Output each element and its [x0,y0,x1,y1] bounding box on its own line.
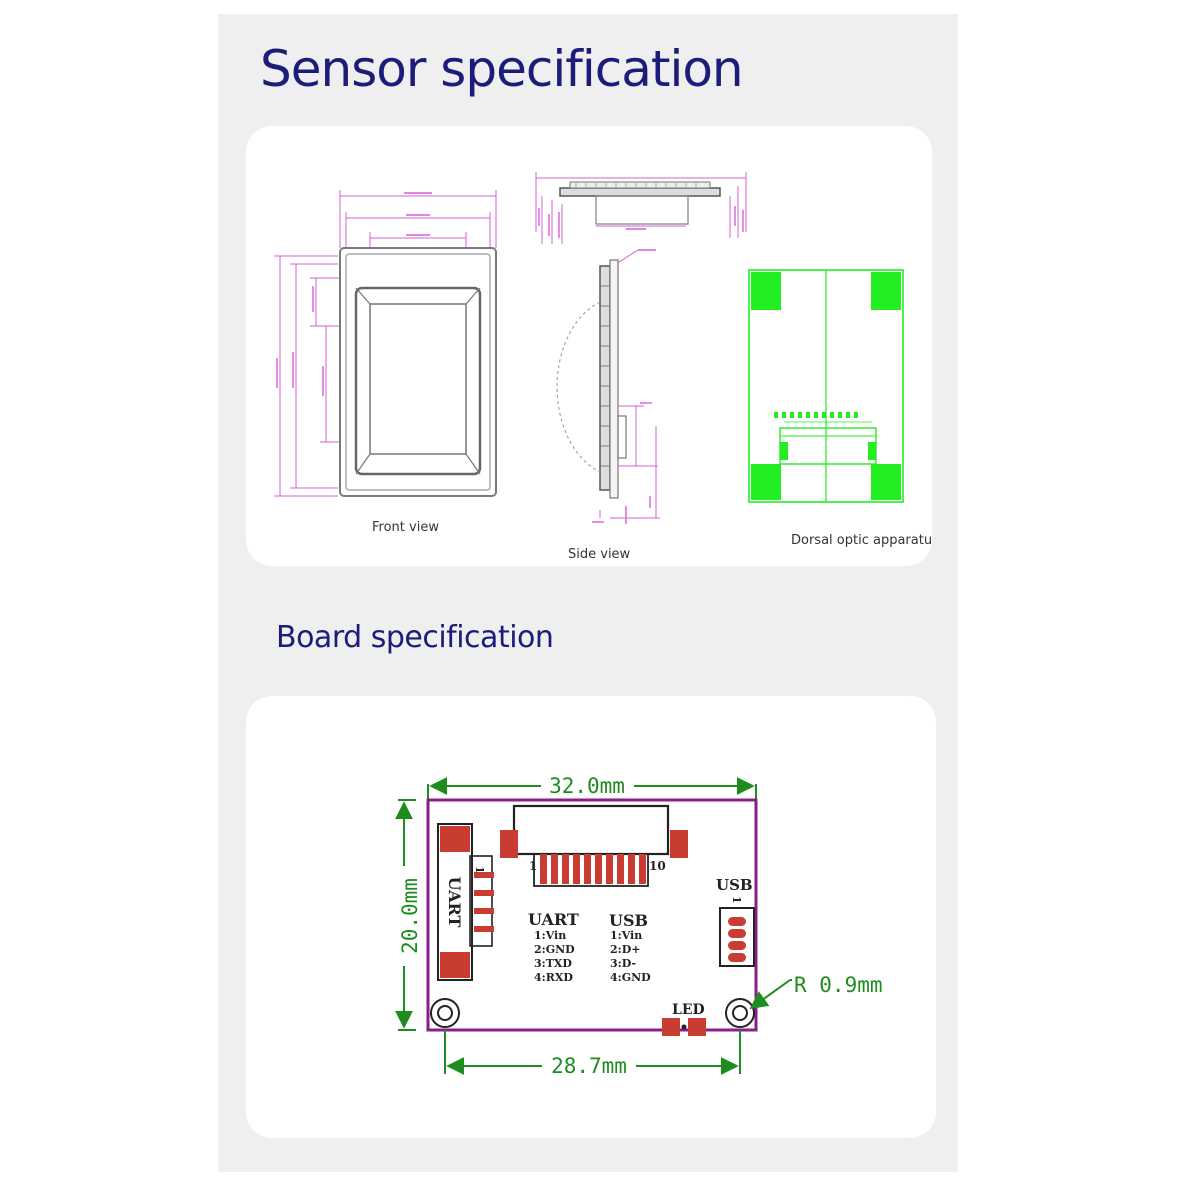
usb-pin-2: 2:D+ [610,943,640,956]
board-drawing: 32.0mm 20.0mm [395,774,883,1078]
fpc-connector: 1 10 [500,804,688,887]
usb-title: USB [609,911,648,930]
usb-side-pin: 1 [730,896,743,904]
uart-pinout: UART 1:Vin 2:GND 3:TXD 4:RXD [528,910,579,984]
section-title-board: Board specification [276,620,554,655]
mounting-hole-left [430,998,460,1028]
uart-pin-1: 1:Vin [534,929,566,942]
board-drawing-card: 32.0mm 20.0mm [246,696,936,1138]
uart-side-label: UART [445,877,464,928]
uart-side-pin: 1 [473,866,486,874]
board-outline [426,798,758,1032]
uart-title: UART [528,910,579,929]
dimension-width: 32.0mm [427,774,757,800]
front-view-drawing: Front view [274,190,497,535]
hole-spacing-label: 28.7mm [551,1054,627,1078]
usb-side-label: USB [716,876,753,894]
sensor-drawings: Front view [274,172,932,562]
uart-pin-3: 3:TXD [534,957,572,970]
usb-pinout: USB 1:Vin 2:D+ 3:D- 4:GND [609,911,651,984]
dimension-hole-spacing: 28.7mm [444,1030,741,1078]
spec-sheet: Sensor specification [218,14,958,1172]
height-dimension-label: 20.0mm [398,878,422,954]
front-view-caption: Front view [372,520,439,535]
led: LED [662,1002,706,1036]
fpc-pin-last: 10 [649,859,666,873]
uart-pin-2: 2:GND [534,943,575,956]
usb-pin-1: 1:Vin [610,929,642,942]
usb-pin-3: 3:D- [610,957,636,970]
dimension-radius: R 0.9mm [749,973,883,1010]
side-view-drawing: Side view [535,172,747,562]
mounting-hole-right [725,998,755,1028]
led-label: LED [672,1002,705,1018]
sensor-drawing-card: Front view [246,126,932,566]
dorsal-view-caption: Dorsal optic apparatus [791,533,932,548]
usb-pin-4: 4:GND [610,971,651,984]
dimension-height: 20.0mm [395,799,422,1031]
uart-side-connector: UART 1 [437,823,494,981]
fpc-pin-first: 1 [529,859,537,873]
usb-side-connector: USB 1 [716,876,755,967]
dorsal-view-drawing: Dorsal optic apparatus [748,269,932,548]
page-title: Sensor specification [260,40,744,98]
side-view-caption: Side view [568,547,631,562]
width-dimension-label: 32.0mm [549,774,625,798]
radius-dimension-label: R 0.9mm [794,973,883,997]
uart-pin-4: 4:RXD [534,971,573,984]
